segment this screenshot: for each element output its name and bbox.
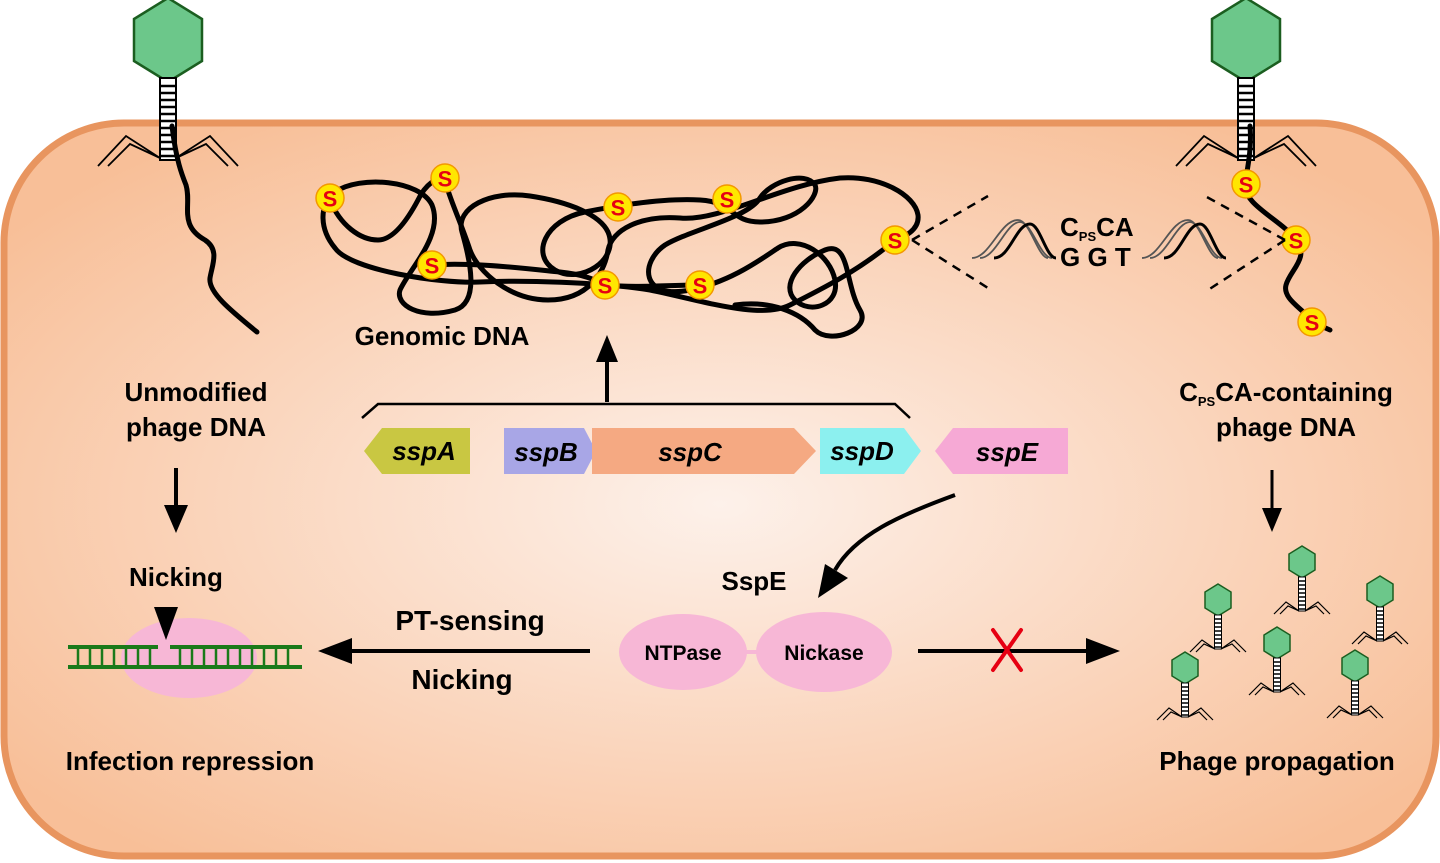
arrow-sspe-expression [833,493,956,571]
double-helix-icon [993,222,1227,260]
cpsca-label-line1: CPSCA-containing [1179,377,1393,409]
arrow-to-nicking-head [318,638,352,664]
gene-label-sspD: sspD [830,436,894,466]
unmodified-label-line2: phage DNA [126,412,266,442]
s-marker-label: S [1239,173,1254,198]
s-marker-label: S [1305,311,1320,336]
s-marker-label: S [598,274,613,299]
gene-sspE [935,428,1068,474]
s-marker-label: S [1289,229,1304,254]
gene-sspA [364,428,470,474]
arrow-sspe-expression-head [818,564,848,598]
s-marker-label: S [323,187,338,212]
s-marker-label: S [611,196,626,221]
gene-sspC [592,428,816,474]
blocked-x-icon [991,628,1023,672]
double-helix-icon [971,219,1223,259]
arrow-to-propagation-head [1086,638,1120,664]
infection-repression-label: Infection repression [66,746,315,776]
sspe-bound-on-dna [121,618,257,698]
unmodified-label-line1: Unmodified [125,377,268,407]
gene-label-sspC: sspC [658,437,723,467]
gene-sspB [504,428,596,474]
motif-bottom-strand: G G T [1060,242,1131,272]
unmodified-phage-dna-strand [169,123,260,335]
s-marker-label: S [888,229,903,254]
pt-sensing-label: PT-sensing [395,605,544,636]
ntpase-label: NTPase [644,642,721,665]
bacterial-cell [0,119,1440,860]
arrow-to-genomic-dna-head [596,335,618,362]
nick-site-marker-icon [154,607,178,640]
nicked-dna-ladder [68,645,302,669]
gene-label-sspB: sspB [514,437,578,467]
gene-sspD [820,428,921,474]
arrow-down-left-head [164,505,188,533]
genomic-dna-label: Genomic DNA [355,321,530,351]
nickase-domain [756,612,892,692]
gene-label-sspE: sspE [976,437,1039,467]
phage-propagation-label: Phage propagation [1159,746,1394,776]
cpsca-label-line2: phage DNA [1216,412,1356,442]
ntpase-domain [619,614,747,690]
s-marker-label: S [720,188,735,213]
motif-top-strand: CPSCA [1060,212,1134,244]
operon-bracket [361,402,911,419]
nickase-label: Nickase [784,642,863,665]
gene-label-sspA: sspA [392,436,456,466]
nicking-top-label: Nicking [129,562,223,592]
s-marker-label: S [693,274,708,299]
nicking-arrow-label: Nicking [411,664,512,695]
sspe-protein-label: SspE [721,566,786,596]
arrow-down-right-head [1262,508,1282,532]
s-marker-label: S [438,167,453,192]
s-marker-label: S [425,254,440,279]
